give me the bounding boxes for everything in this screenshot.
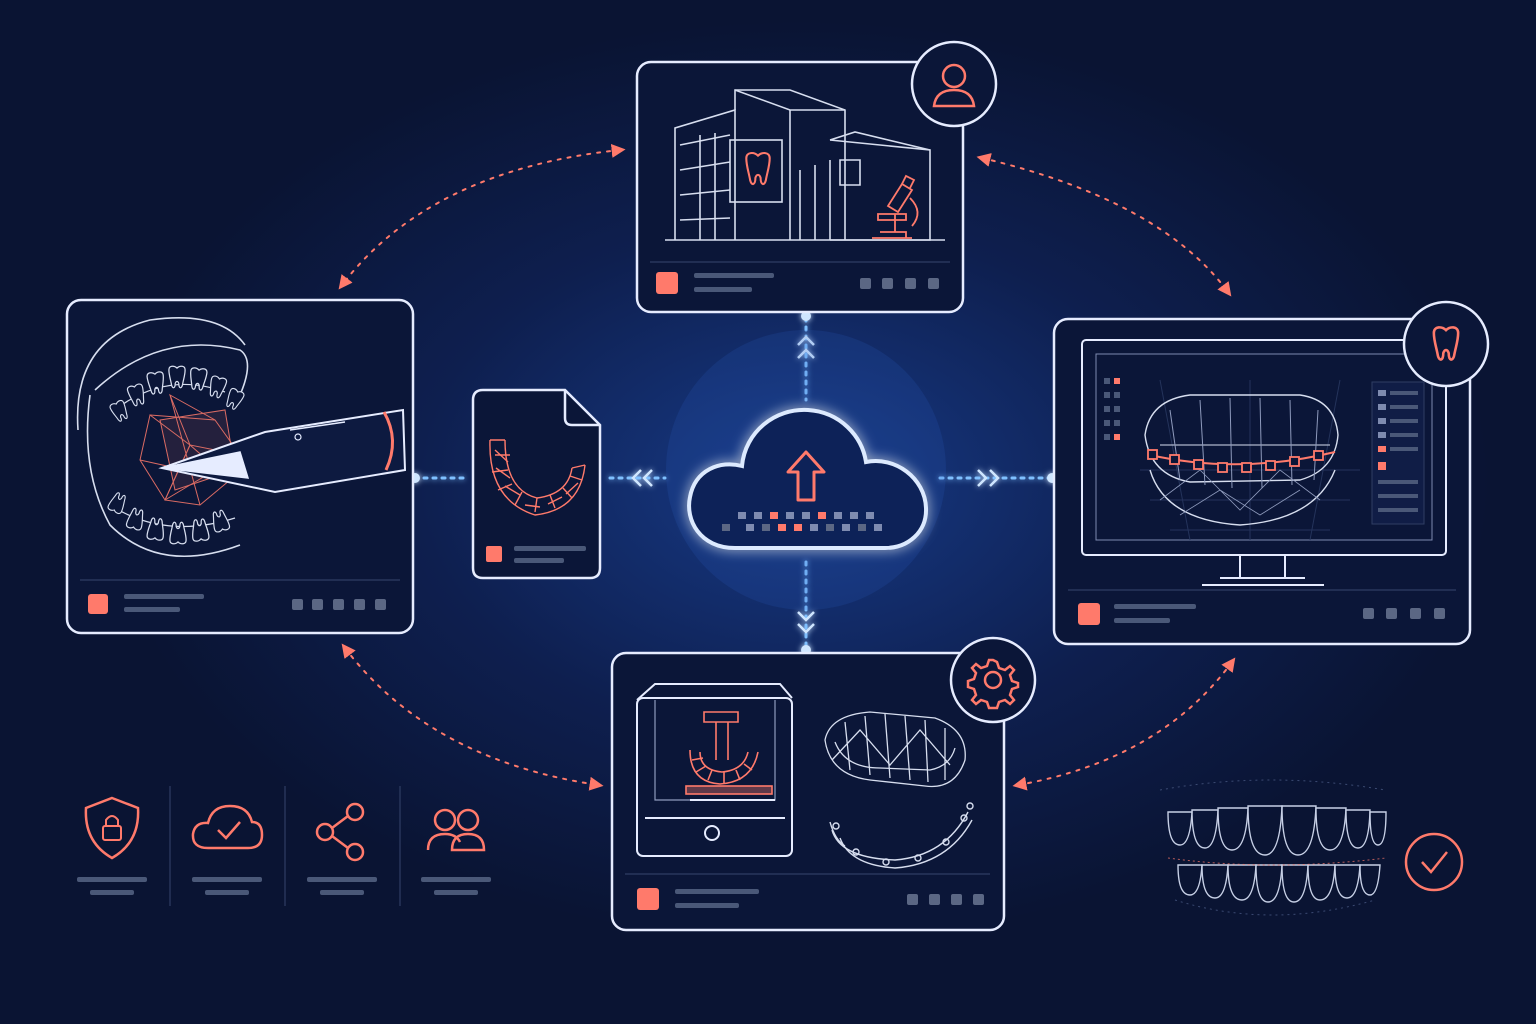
toolbar-left	[1104, 378, 1120, 440]
dental-lab-panel[interactable]	[635, 40, 998, 314]
braces-model	[1144, 394, 1339, 526]
lab-building-illustration	[665, 89, 945, 241]
3d-printer-icon	[636, 683, 793, 857]
microscope-icon	[872, 174, 919, 239]
data-blocks	[722, 512, 882, 531]
scan-file-card[interactable]	[471, 388, 602, 580]
workflow-arrows	[338, 143, 1236, 791]
users-icon	[426, 808, 486, 852]
status-badge	[88, 594, 108, 614]
monitor-icon	[1081, 339, 1447, 586]
cloud-hub	[666, 330, 946, 610]
fabrication-panel[interactable]	[610, 636, 1037, 932]
printed-model	[685, 711, 773, 795]
feature-cloud-sync[interactable]	[191, 804, 264, 895]
arch-mesh	[489, 439, 586, 516]
scanner-icon	[158, 408, 407, 494]
retainer-wire	[829, 802, 974, 869]
feature-secure[interactable]	[77, 796, 147, 895]
feature-icons	[77, 786, 491, 906]
panel-dots	[1363, 608, 1445, 619]
share-icon	[315, 802, 365, 862]
properties-panel	[1371, 381, 1425, 525]
upper-teeth-set	[1167, 805, 1387, 856]
arrow-lab-to-scan	[338, 143, 626, 290]
user-icon	[932, 63, 976, 108]
shield-lock-icon	[84, 796, 140, 860]
panel-dots	[292, 599, 386, 610]
status-badge	[656, 272, 678, 294]
arrow-scan-to-fabrication	[341, 643, 604, 791]
file-icon	[471, 388, 602, 580]
check-circle-icon	[1404, 832, 1464, 892]
cloud-connectors	[410, 311, 1057, 655]
final-smile	[1159, 779, 1387, 916]
upload-arrow	[786, 450, 826, 502]
status-badge	[486, 546, 502, 562]
design-software-panel[interactable]	[1052, 300, 1490, 646]
status-badge	[637, 888, 659, 910]
panel-dots	[907, 894, 984, 905]
lower-teeth-set	[1177, 864, 1381, 903]
intraoral-scan-panel[interactable]	[65, 298, 415, 635]
arrow-lab-to-design	[976, 153, 1232, 297]
feature-collaboration[interactable]	[421, 808, 491, 895]
feature-share[interactable]	[307, 802, 377, 895]
gear-icon	[966, 658, 1020, 710]
cloud-check-icon	[191, 804, 264, 850]
status-badge	[1078, 603, 1100, 625]
aligner-model	[824, 711, 966, 788]
panel-dots	[860, 278, 939, 289]
arrow-design-to-fabrication	[1012, 657, 1236, 791]
